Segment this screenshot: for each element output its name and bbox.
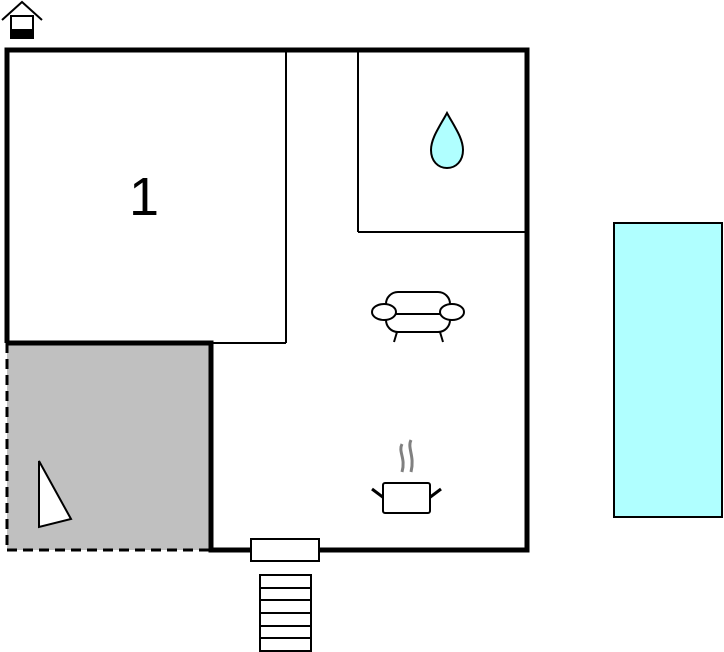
water-drop-icon xyxy=(429,110,465,170)
terrace xyxy=(5,343,211,552)
sun-shade-icon xyxy=(38,460,73,529)
cooking-pot-icon xyxy=(371,439,442,514)
swimming-pool xyxy=(613,222,723,518)
room-label-1: 1 xyxy=(129,167,160,227)
entrance-door[interactable] xyxy=(250,538,320,562)
floor-level-icon xyxy=(1,0,43,39)
entrance-stairs xyxy=(259,574,312,652)
sofa-icon xyxy=(371,291,465,343)
interior-walls xyxy=(211,50,527,344)
